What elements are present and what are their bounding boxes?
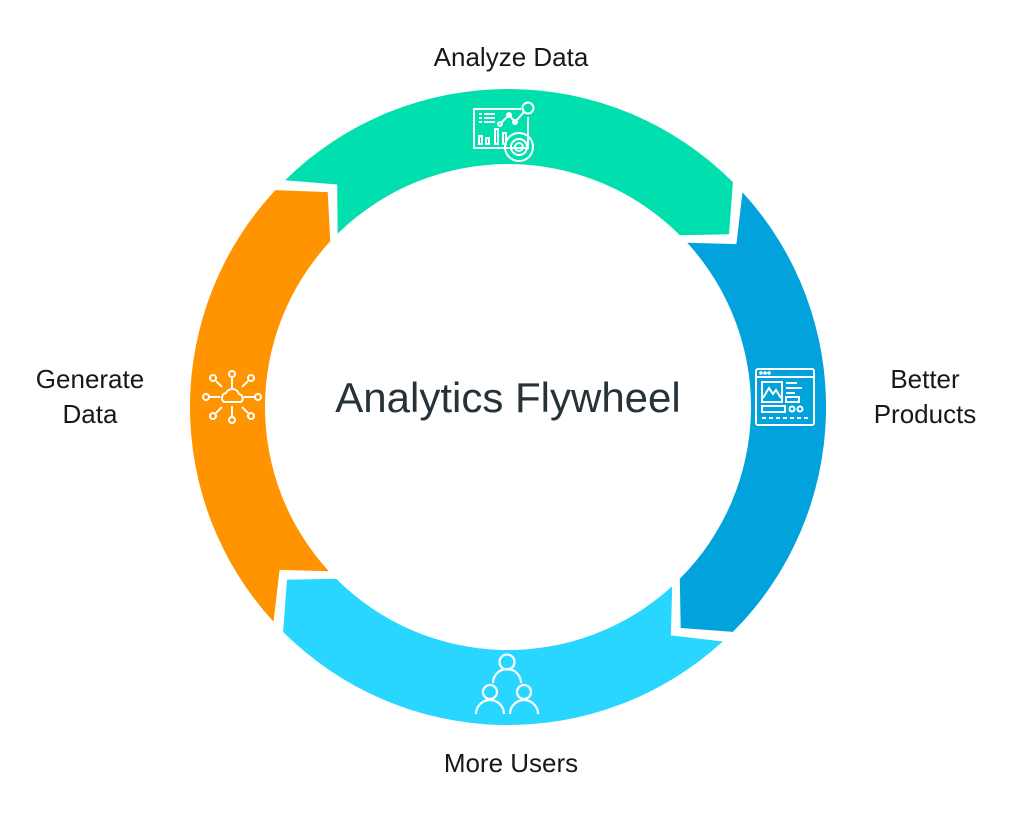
- label-line: Generate: [35, 364, 145, 394]
- segment-better-products: [679, 192, 827, 632]
- label-line: Products: [873, 399, 977, 429]
- label-better-products: Better Products: [845, 362, 1005, 432]
- diagram-title: Analytics Flywheel: [335, 374, 681, 421]
- cloud-network-icon: [202, 370, 262, 424]
- label-line: Better: [890, 364, 960, 394]
- label-more-users: More Users: [361, 746, 661, 781]
- dashboard-analytics-icon: [473, 101, 535, 162]
- label-line: Data: [62, 399, 118, 429]
- label-line: More Users: [443, 748, 579, 778]
- segment-more-users: [283, 578, 723, 726]
- segment-analyze-data: [285, 88, 733, 236]
- users-group-icon: [474, 653, 540, 715]
- label-analyze-data: Analyze Data: [361, 40, 661, 75]
- label-line: Analyze Data: [433, 42, 589, 72]
- web-product-icon: [755, 368, 815, 426]
- segment-generate-data: [189, 190, 331, 622]
- label-generate-data: Generate Data: [10, 362, 170, 432]
